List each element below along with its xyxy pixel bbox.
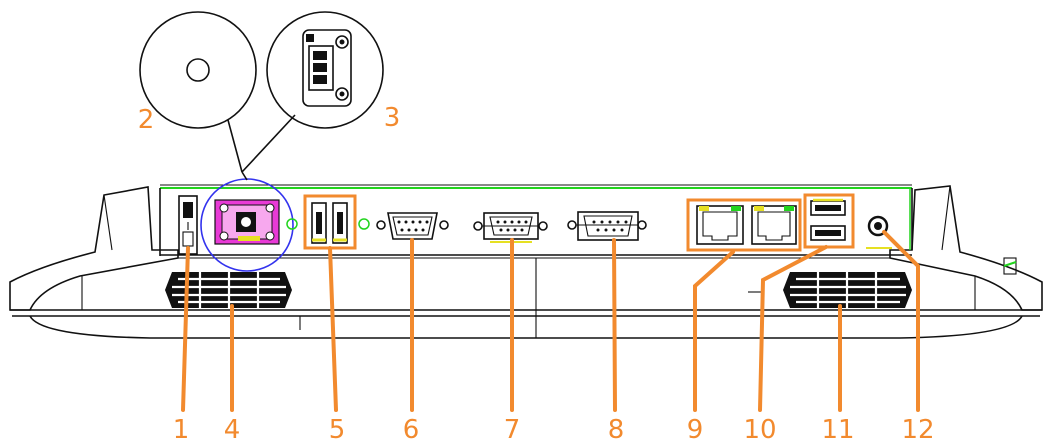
bubble-leader-3 [241, 114, 296, 173]
callout-12: 12 [901, 415, 934, 445]
power-input-connector [214, 199, 298, 245]
right-bezel [889, 185, 1043, 311]
leader-1 [181, 246, 190, 412]
usb-ports-right [803, 193, 855, 249]
callout-leaders [181, 230, 920, 412]
usb-ports-left [303, 194, 370, 250]
callout-5: 5 [329, 415, 346, 445]
callout-2: 2 [138, 105, 155, 135]
callout-7: 7 [504, 415, 521, 445]
leader-5 [328, 246, 338, 412]
callout-8: 8 [608, 415, 625, 445]
left-bezel [9, 186, 179, 311]
detail-bubble-3 [266, 11, 384, 129]
leader-10 [758, 245, 828, 412]
bubble-leader-2 [227, 119, 243, 173]
right-vent-grille [783, 272, 912, 308]
com-port-2 [473, 212, 548, 243]
chassis [9, 184, 1043, 339]
callout-4: 4 [224, 415, 241, 445]
left-vent-grille [165, 272, 292, 308]
audio-jack [866, 215, 892, 249]
lan-ports [686, 198, 802, 252]
callout-9: 9 [687, 415, 704, 445]
base-body [10, 309, 1042, 317]
detail-bubble-2 [139, 11, 257, 129]
leader-12 [882, 230, 920, 412]
com-port-3 [567, 211, 647, 241]
com-port-1 [376, 212, 449, 240]
callout-10: 10 [743, 415, 776, 445]
callout-3: 3 [384, 103, 401, 133]
leader-9 [693, 250, 735, 412]
callout-1: 1 [173, 415, 190, 445]
callout-11: 11 [821, 415, 854, 445]
leader-8 [612, 238, 617, 412]
callout-labels: 1 2 3 4 5 6 7 8 9 10 11 12 [138, 103, 935, 445]
power-switch [178, 195, 198, 255]
callout-6: 6 [403, 415, 420, 445]
